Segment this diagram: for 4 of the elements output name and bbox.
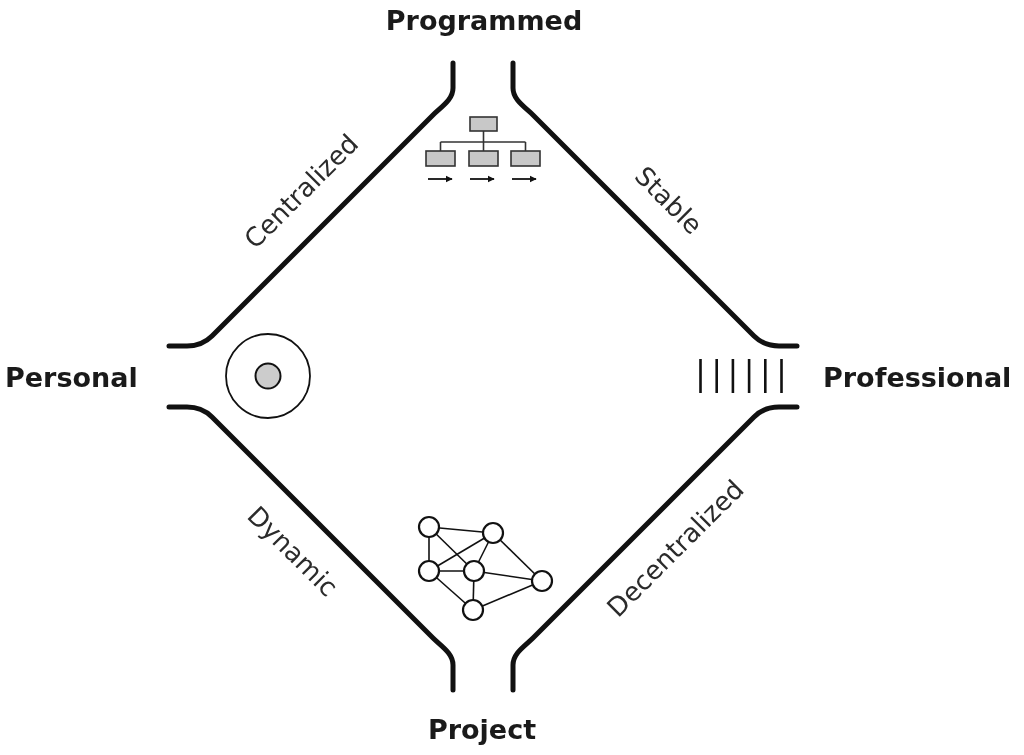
pole-label: Professional bbox=[823, 362, 1012, 394]
pole-label: Programmed bbox=[385, 5, 583, 37]
pole-label: Project bbox=[427, 714, 537, 746]
pole-label: Personal bbox=[5, 362, 138, 394]
